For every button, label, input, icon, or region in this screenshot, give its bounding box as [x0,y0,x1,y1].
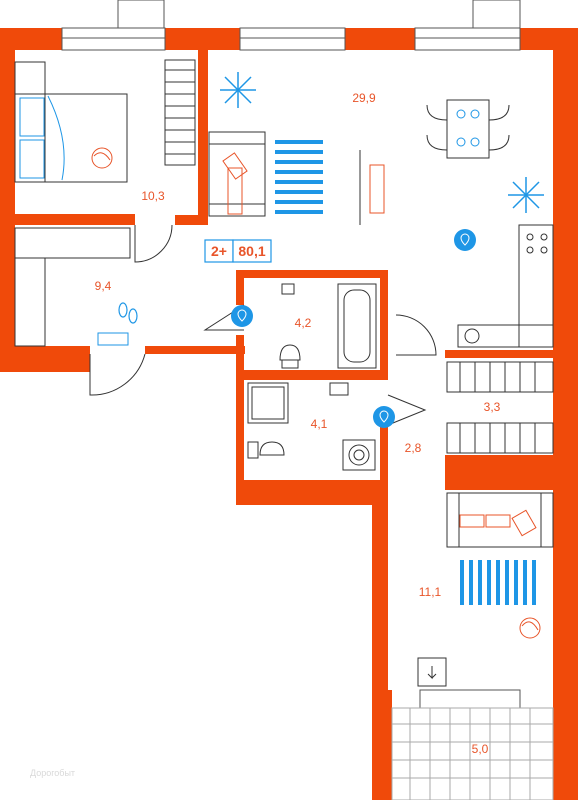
corridor-fixtures [395,314,554,454]
area-laundry: 4,1 [311,417,328,431]
total-area: 80,1 [238,243,265,259]
area-corridor: 2,8 [405,441,422,455]
location-marker-icon [373,406,395,428]
walls [0,28,578,800]
area-balcony: 5,0 [472,742,489,756]
location-marker-icon [231,305,253,327]
area-labels: 10,3 29,9 9,4 4,2 4,1 2,8 3,3 11,1 5,0 [95,91,501,756]
area-living-kitchen: 29,9 [352,91,376,105]
hall-furniture [14,227,146,396]
area-bathroom: 4,2 [295,316,312,330]
slippers-icon [118,302,138,324]
location-marker-icon [454,229,476,251]
area-bedroom: 10,3 [141,189,165,203]
area-wardrobe: 3,3 [484,400,501,414]
second-room-furniture [417,492,554,687]
striped-rug-living [275,140,323,214]
room-count: 2+ [211,243,227,259]
laundry-fixtures [247,382,427,471]
bedroom-furniture [14,59,196,263]
area-hall: 9,4 [95,279,112,293]
windows [61,0,521,709]
watermark: Дорогобыт [30,768,75,778]
area-second-room: 11,1 [419,585,442,599]
living-furniture [208,99,554,348]
plant-icon [220,72,256,108]
plant-icon [508,177,544,213]
apartment-badge: 2+ 80,1 [204,239,272,263]
bathroom-fixtures [203,283,377,369]
striped-rug-room [460,560,536,605]
balcony [391,707,554,800]
pet-icon [519,617,541,639]
pet-icon [91,147,113,169]
